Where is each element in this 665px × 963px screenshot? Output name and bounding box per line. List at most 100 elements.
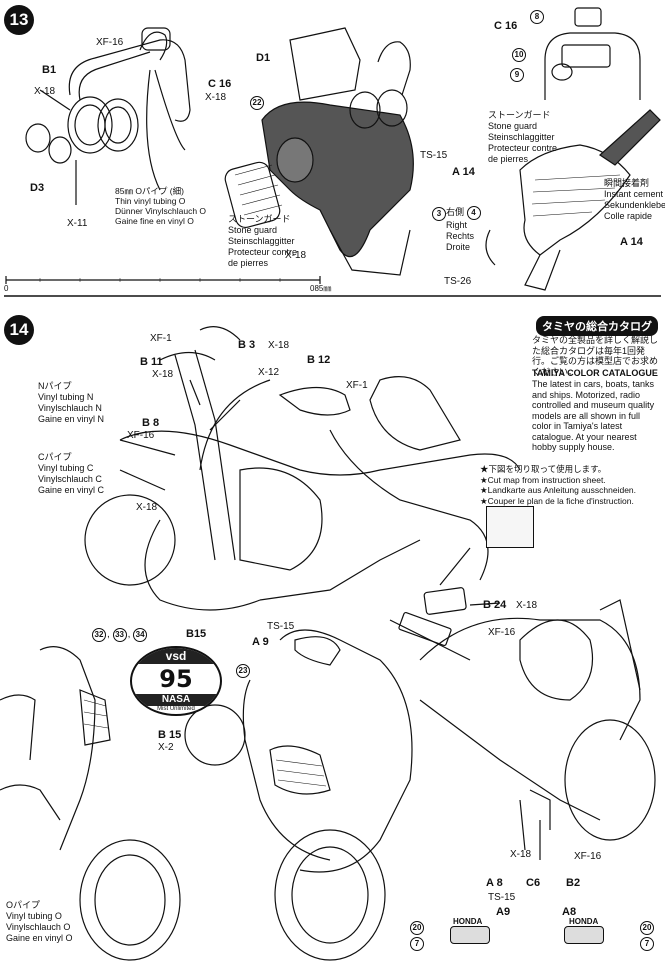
plate-number: 95 <box>159 665 193 693</box>
part-b15-top: B15 <box>186 628 207 640</box>
badge-brand-left: HONDA <box>453 917 483 926</box>
circle-33: 33 <box>112 628 127 642</box>
label-xf16-c: XF-16 <box>574 851 602 862</box>
label-ts26: TS-26 <box>444 276 472 287</box>
tube-n-note: Nパイプ Vinyl tubing N Vinylschlauch N Gain… <box>38 381 104 425</box>
plate-sub: Mist Unlimited <box>157 706 195 712</box>
label-x18-a: X-18 <box>268 340 290 351</box>
tube-o-de: Vinylschlauch O <box>6 922 71 932</box>
tube-c-fr: Gaine en vinyl C <box>38 485 105 495</box>
right-en: Right <box>446 220 468 230</box>
step-number-13: 13 <box>4 5 34 35</box>
circle-9: 9 <box>510 68 524 82</box>
part-b1: B1 <box>42 64 57 76</box>
label-ts15: TS-15 <box>420 150 448 161</box>
circle-4: 4 <box>466 206 481 220</box>
part-a8-bottom: A8 <box>562 906 577 918</box>
circle-20-left: 20 <box>410 921 424 935</box>
circle-23: 23 <box>236 664 250 678</box>
part-b11: B 11 <box>140 356 163 368</box>
marker-10: 10 <box>512 48 527 62</box>
label-x18-b: X-18 <box>205 92 227 103</box>
part-a9-bottom: A9 <box>496 906 511 918</box>
badge-brand-right: HONDA <box>569 917 599 926</box>
tube-note-13: 85㎜ Oパイプ (細) Thin vinyl tubing O Dünner … <box>115 186 206 226</box>
label-x18-c: X-18 <box>285 250 307 261</box>
tube-c-de: Vinylschlauch C <box>38 474 102 484</box>
right-note: 右側 4 Right Rechts Droite <box>446 206 482 253</box>
label-ts15-14: TS-15 <box>267 621 295 632</box>
label-x18-e: X-18 <box>510 849 532 860</box>
circle-10: 10 <box>512 48 526 62</box>
circle-7-right: 7 <box>640 937 654 951</box>
part-b2: B2 <box>566 877 581 889</box>
tube-c-en: Vinyl tubing C <box>38 463 94 473</box>
tube-n-de: Vinylschlauch N <box>38 403 102 413</box>
label-x18-a: X-18 <box>34 86 56 97</box>
marker-3: 3 <box>432 207 447 221</box>
circle-34: 34 <box>133 628 148 642</box>
map-note-jp: ★下図を切り取って使用します。 <box>480 464 607 474</box>
map-thumbnail <box>486 506 534 548</box>
cement-en: Instant cement <box>604 189 664 199</box>
marker-7-right: 7 <box>640 937 655 951</box>
label-x12: X-12 <box>258 367 280 378</box>
label-x18-d: X-18 <box>516 600 538 611</box>
label-xf1-b: XF-1 <box>346 380 368 391</box>
stone-guard-note-right: ストーンガード Stone guard Steinschlaggitter Pr… <box>488 110 557 165</box>
tube-n-jp: Nパイプ <box>38 381 72 391</box>
tube-n-fr: Gaine en vinyl N <box>38 414 105 424</box>
right-fr: Droite <box>446 242 471 252</box>
part-b24: B 24 <box>483 599 507 611</box>
marker-23: 23 <box>236 664 251 678</box>
sg-right-fr1: Protecteur contre <box>488 143 558 153</box>
circle-20-right: 20 <box>640 921 654 935</box>
tube-note-fr: Gaine fine en vinyl O <box>115 216 194 226</box>
marker-20-right: 20 <box>640 921 655 935</box>
part-c6: C6 <box>526 877 541 889</box>
label-xf16: XF-16 <box>96 37 124 48</box>
circle-3: 3 <box>432 207 446 221</box>
circle-8: 8 <box>530 10 544 24</box>
sg-right-jp: ストーンガード <box>488 110 551 120</box>
part-a9: A 9 <box>252 636 269 648</box>
catalogue-heading: TAMIYA COLOR CATALOGUE <box>532 368 658 378</box>
cement-de: Sekundenkleber <box>604 200 665 210</box>
circle-7-left: 7 <box>410 937 424 951</box>
part-a8: A 8 <box>486 877 503 889</box>
label-x18-c: X-18 <box>136 502 158 513</box>
cement-fr: Colle rapide <box>604 211 653 221</box>
part-c16-right: C 16 <box>494 20 518 32</box>
right-de: Rechts <box>446 231 475 241</box>
sg-left-fr2: de pierres <box>228 258 269 268</box>
circle-32: 32 <box>92 628 106 642</box>
marker-22: 22 <box>250 96 265 110</box>
label-xf1: XF-1 <box>150 333 172 344</box>
part-b15-left: B 15 <box>158 729 182 741</box>
part-a14-right: A 14 <box>620 236 643 248</box>
sg-right-fr2: de pierres <box>488 154 529 164</box>
tube-o-note: Oパイプ Vinyl tubing O Vinylschlauch O Gain… <box>6 900 73 944</box>
label-x11: X-11 <box>67 218 88 229</box>
plate-top: vsd <box>132 648 220 664</box>
sg-right-de: Steinschlaggitter <box>488 132 555 142</box>
ruler-zero: 0 <box>4 284 9 293</box>
part-c16-left: C 16 <box>208 78 232 90</box>
right-jp: 右側 <box>446 207 465 217</box>
circle-22: 22 <box>250 96 264 110</box>
part-b8: B 8 <box>142 417 160 429</box>
sg-left-en: Stone guard <box>228 225 278 235</box>
label-ts15-b: TS-15 <box>488 892 516 903</box>
part-b3: B 3 <box>238 339 256 351</box>
map-note: ★下図を切り取って使用します。 ★Cut map from instructio… <box>480 464 636 506</box>
catalogue-body: The latest in cars, boats, tanks and shi… <box>532 379 655 452</box>
step-number-14: 14 <box>4 315 34 345</box>
tube-note-de: Dünner Vinylschlauch O <box>115 206 207 216</box>
tube-note-jp: 85㎜ Oパイプ (細) <box>115 186 184 196</box>
marker-8: 8 <box>530 10 545 24</box>
number-plate-decal: vsd 95 NASA Mist Unlimited <box>130 646 222 716</box>
ruler-unit: 85㎜ <box>314 284 332 293</box>
tube-o-fr: Gaine en vinyl O <box>6 933 73 943</box>
stone-guard-note-left: ストーンガード Stone guard Steinschlaggitter Pr… <box>228 214 297 269</box>
